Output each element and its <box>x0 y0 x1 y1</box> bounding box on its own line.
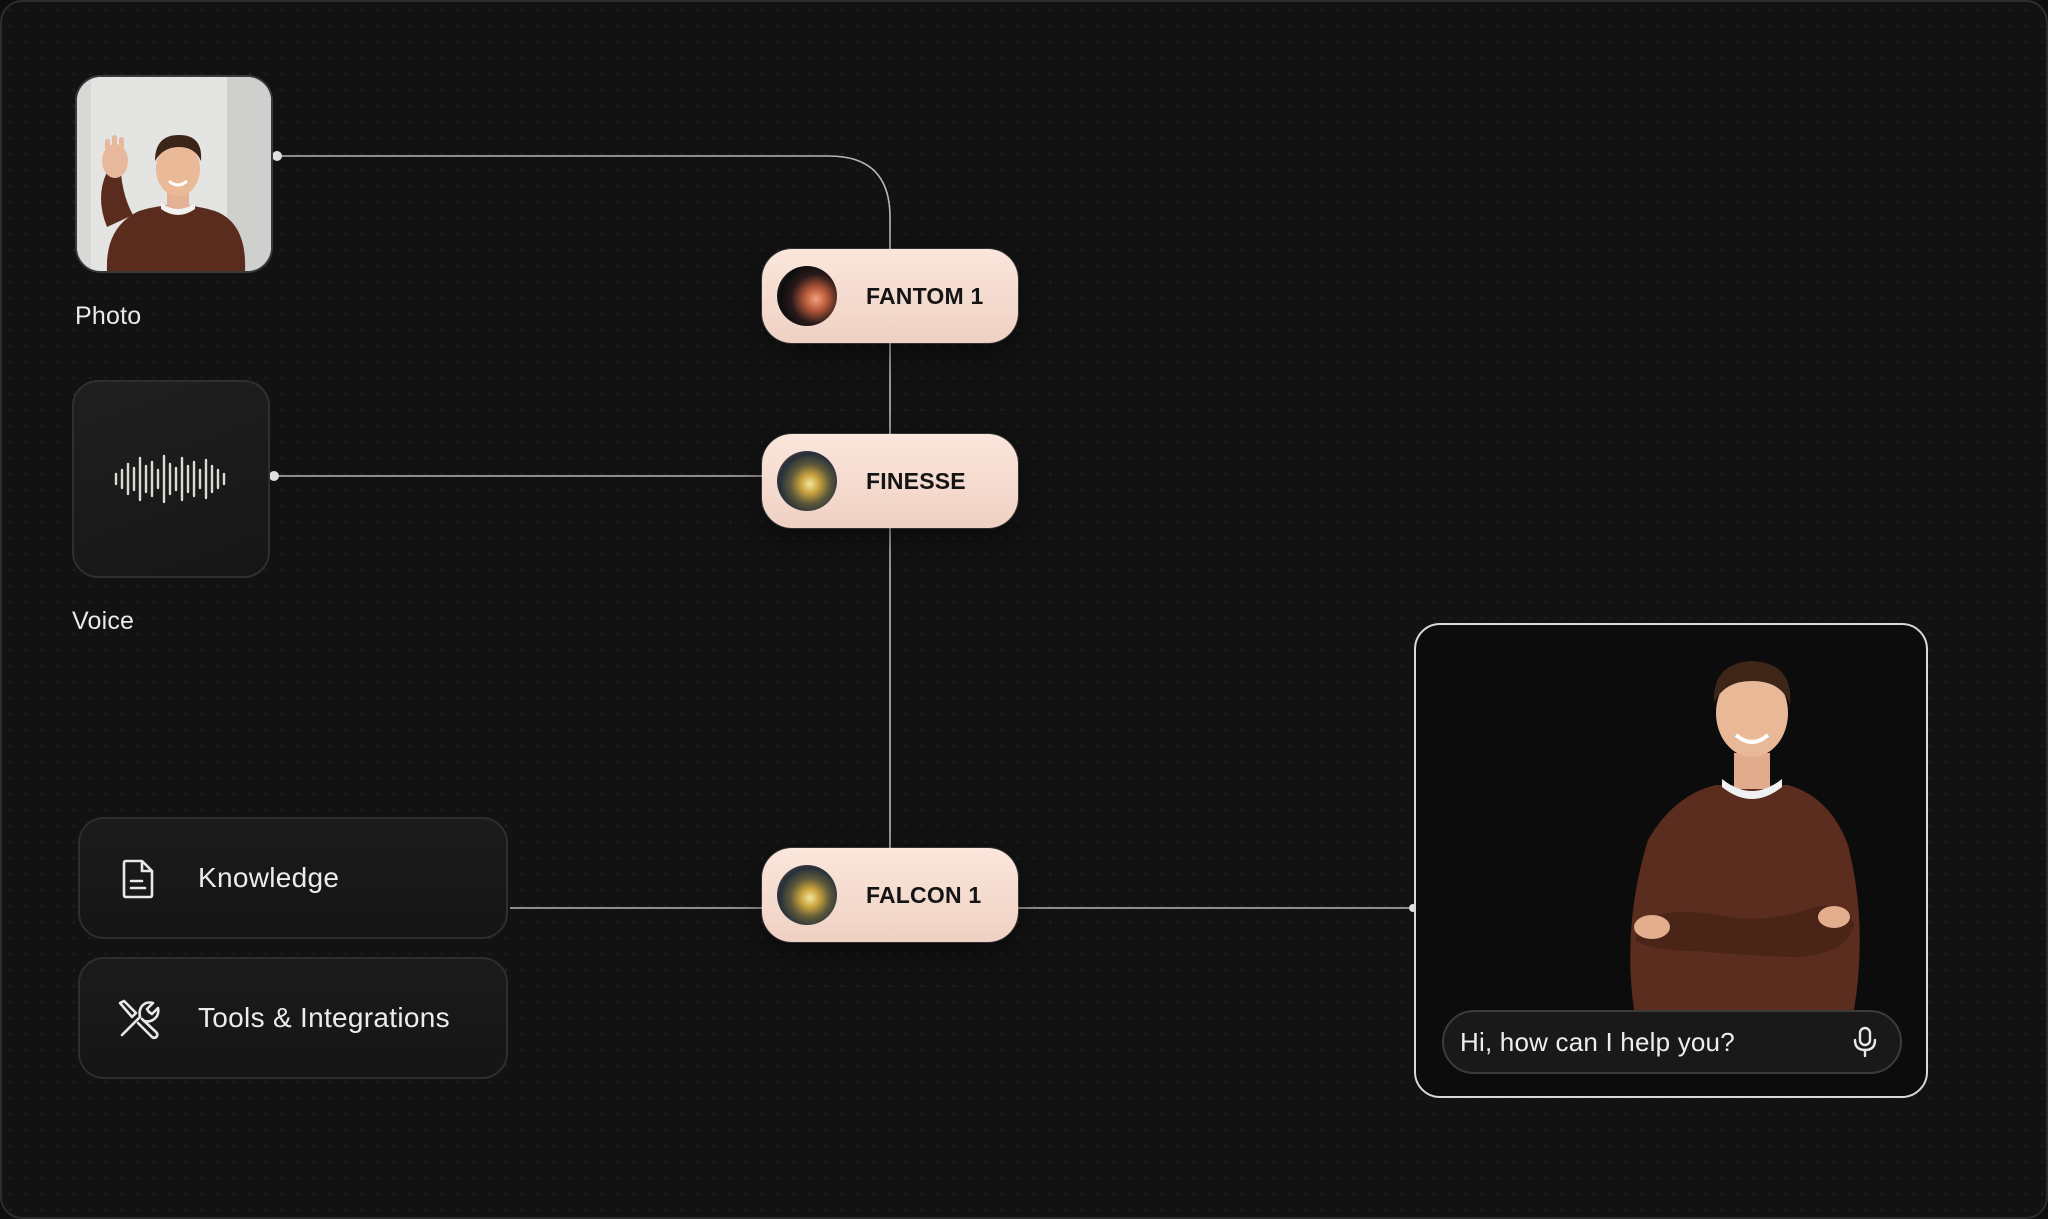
photo-input-card[interactable] <box>75 75 273 273</box>
chat-input[interactable]: Hi, how can I help you? <box>1442 1010 1902 1074</box>
document-icon <box>122 859 154 899</box>
avatar-person-image <box>1630 661 1860 1010</box>
model-name: FALCON 1 <box>866 882 982 908</box>
microphone-icon[interactable] <box>1850 1026 1880 1058</box>
knowledge-card[interactable]: Knowledge <box>78 817 508 939</box>
voice-input-card[interactable] <box>72 380 270 578</box>
photo-label: Photo <box>75 302 142 330</box>
model-pill-falcon[interactable]: FALCON 1 <box>762 848 1018 942</box>
connector-dot-photo <box>272 151 282 161</box>
voice-label: Voice <box>72 607 135 635</box>
model-pill-finesse[interactable]: FINESSE <box>762 434 1018 528</box>
connector-dot-voice <box>269 471 279 481</box>
tools-integrations-card[interactable]: Tools & Integrations <box>78 957 508 1079</box>
model-pill-fantom[interactable]: FANTOM 1 <box>762 249 1018 343</box>
orb-dark-icon <box>777 266 837 326</box>
chat-prompt-text: Hi, how can I help you? <box>1460 1027 1735 1057</box>
wire-photo-to-fantom <box>277 155 891 249</box>
orb-gold-icon <box>777 451 837 511</box>
avatar-output-card[interactable]: Hi, how can I help you? <box>1414 623 1928 1098</box>
knowledge-label: Knowledge <box>198 862 340 893</box>
model-name: FANTOM 1 <box>866 283 984 309</box>
model-name: FINESSE <box>866 468 966 494</box>
tools-integrations-label: Tools & Integrations <box>198 1002 450 1033</box>
orb-gold-icon <box>777 865 837 925</box>
tools-icon <box>118 999 160 1040</box>
waving-person-photo <box>77 77 271 271</box>
waveform-icon <box>114 454 226 504</box>
